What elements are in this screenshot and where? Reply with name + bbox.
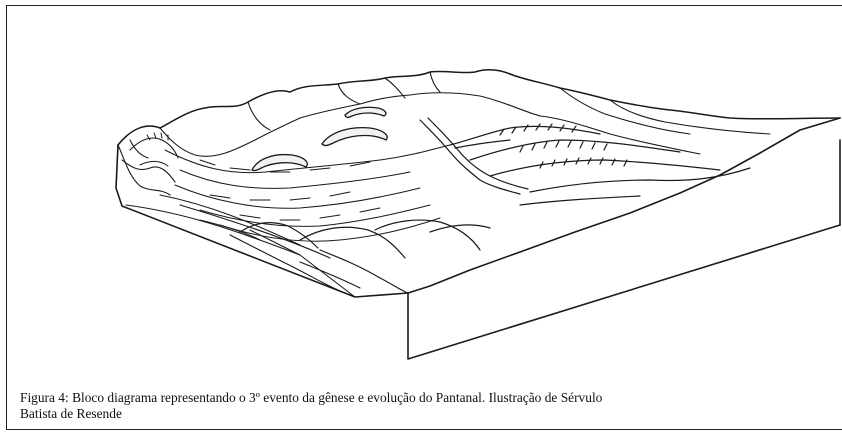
right-ridges <box>449 123 751 206</box>
top-surface-outline <box>117 69 841 146</box>
left-face-strata <box>117 139 356 298</box>
river-channel <box>419 117 529 195</box>
figure-frame <box>6 5 842 430</box>
left-hills <box>129 132 179 167</box>
block-diagram <box>115 69 841 360</box>
caption-line-1: Figura 4: Bloco diagrama representando o… <box>20 390 603 405</box>
figure-caption: Figura 4: Bloco diagrama representando o… <box>20 390 842 422</box>
oxbow-lakes <box>251 106 388 172</box>
central-plain <box>164 144 451 242</box>
front-hills <box>239 219 491 294</box>
caption-line-2: Batista de Resende <box>20 406 122 421</box>
block-front-face <box>115 117 841 360</box>
back-hills <box>159 71 771 157</box>
